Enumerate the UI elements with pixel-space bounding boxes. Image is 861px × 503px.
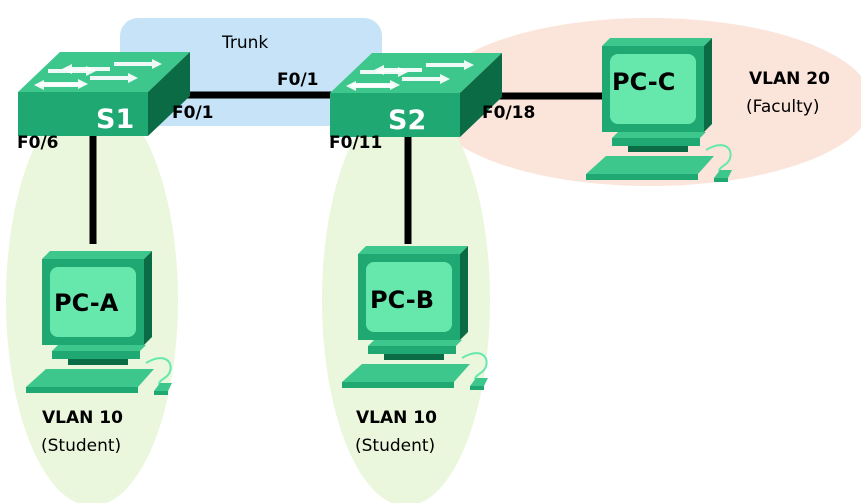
vlan10-left-label: VLAN 10 bbox=[42, 408, 123, 428]
pc-c[interactable]: PC-C bbox=[585, 37, 733, 183]
vlan10-right-sublabel: (Student) bbox=[355, 436, 435, 456]
pc-a[interactable]: PC-A bbox=[25, 250, 173, 396]
vlan10-left-sublabel: (Student) bbox=[41, 436, 121, 456]
port-label-s2-f0-18: F0/18 bbox=[482, 103, 535, 123]
pc-b[interactable]: PC-B bbox=[341, 245, 489, 391]
port-label-s1-f0-1: F0/1 bbox=[172, 103, 213, 123]
pc-c-label: PC-C bbox=[612, 68, 675, 96]
switch-s2[interactable]: S2 bbox=[330, 53, 502, 137]
switch-s1-label: S1 bbox=[96, 104, 134, 135]
port-label-s2-f0-1: F0/1 bbox=[277, 70, 318, 90]
vlan20-sublabel: (Faculty) bbox=[746, 97, 819, 117]
vlan20-label: VLAN 20 bbox=[749, 69, 830, 89]
port-label-s2-f0-11: F0/11 bbox=[329, 133, 382, 153]
pc-a-label: PC-A bbox=[54, 289, 119, 317]
pc-b-label: PC-B bbox=[370, 286, 434, 314]
trunk-label: Trunk bbox=[221, 33, 268, 53]
switch-s2-label: S2 bbox=[388, 105, 426, 136]
port-label-s1-f0-6: F0/6 bbox=[17, 133, 58, 153]
switch-s1[interactable]: S1 bbox=[18, 52, 190, 136]
vlan10-right-label: VLAN 10 bbox=[356, 408, 437, 428]
